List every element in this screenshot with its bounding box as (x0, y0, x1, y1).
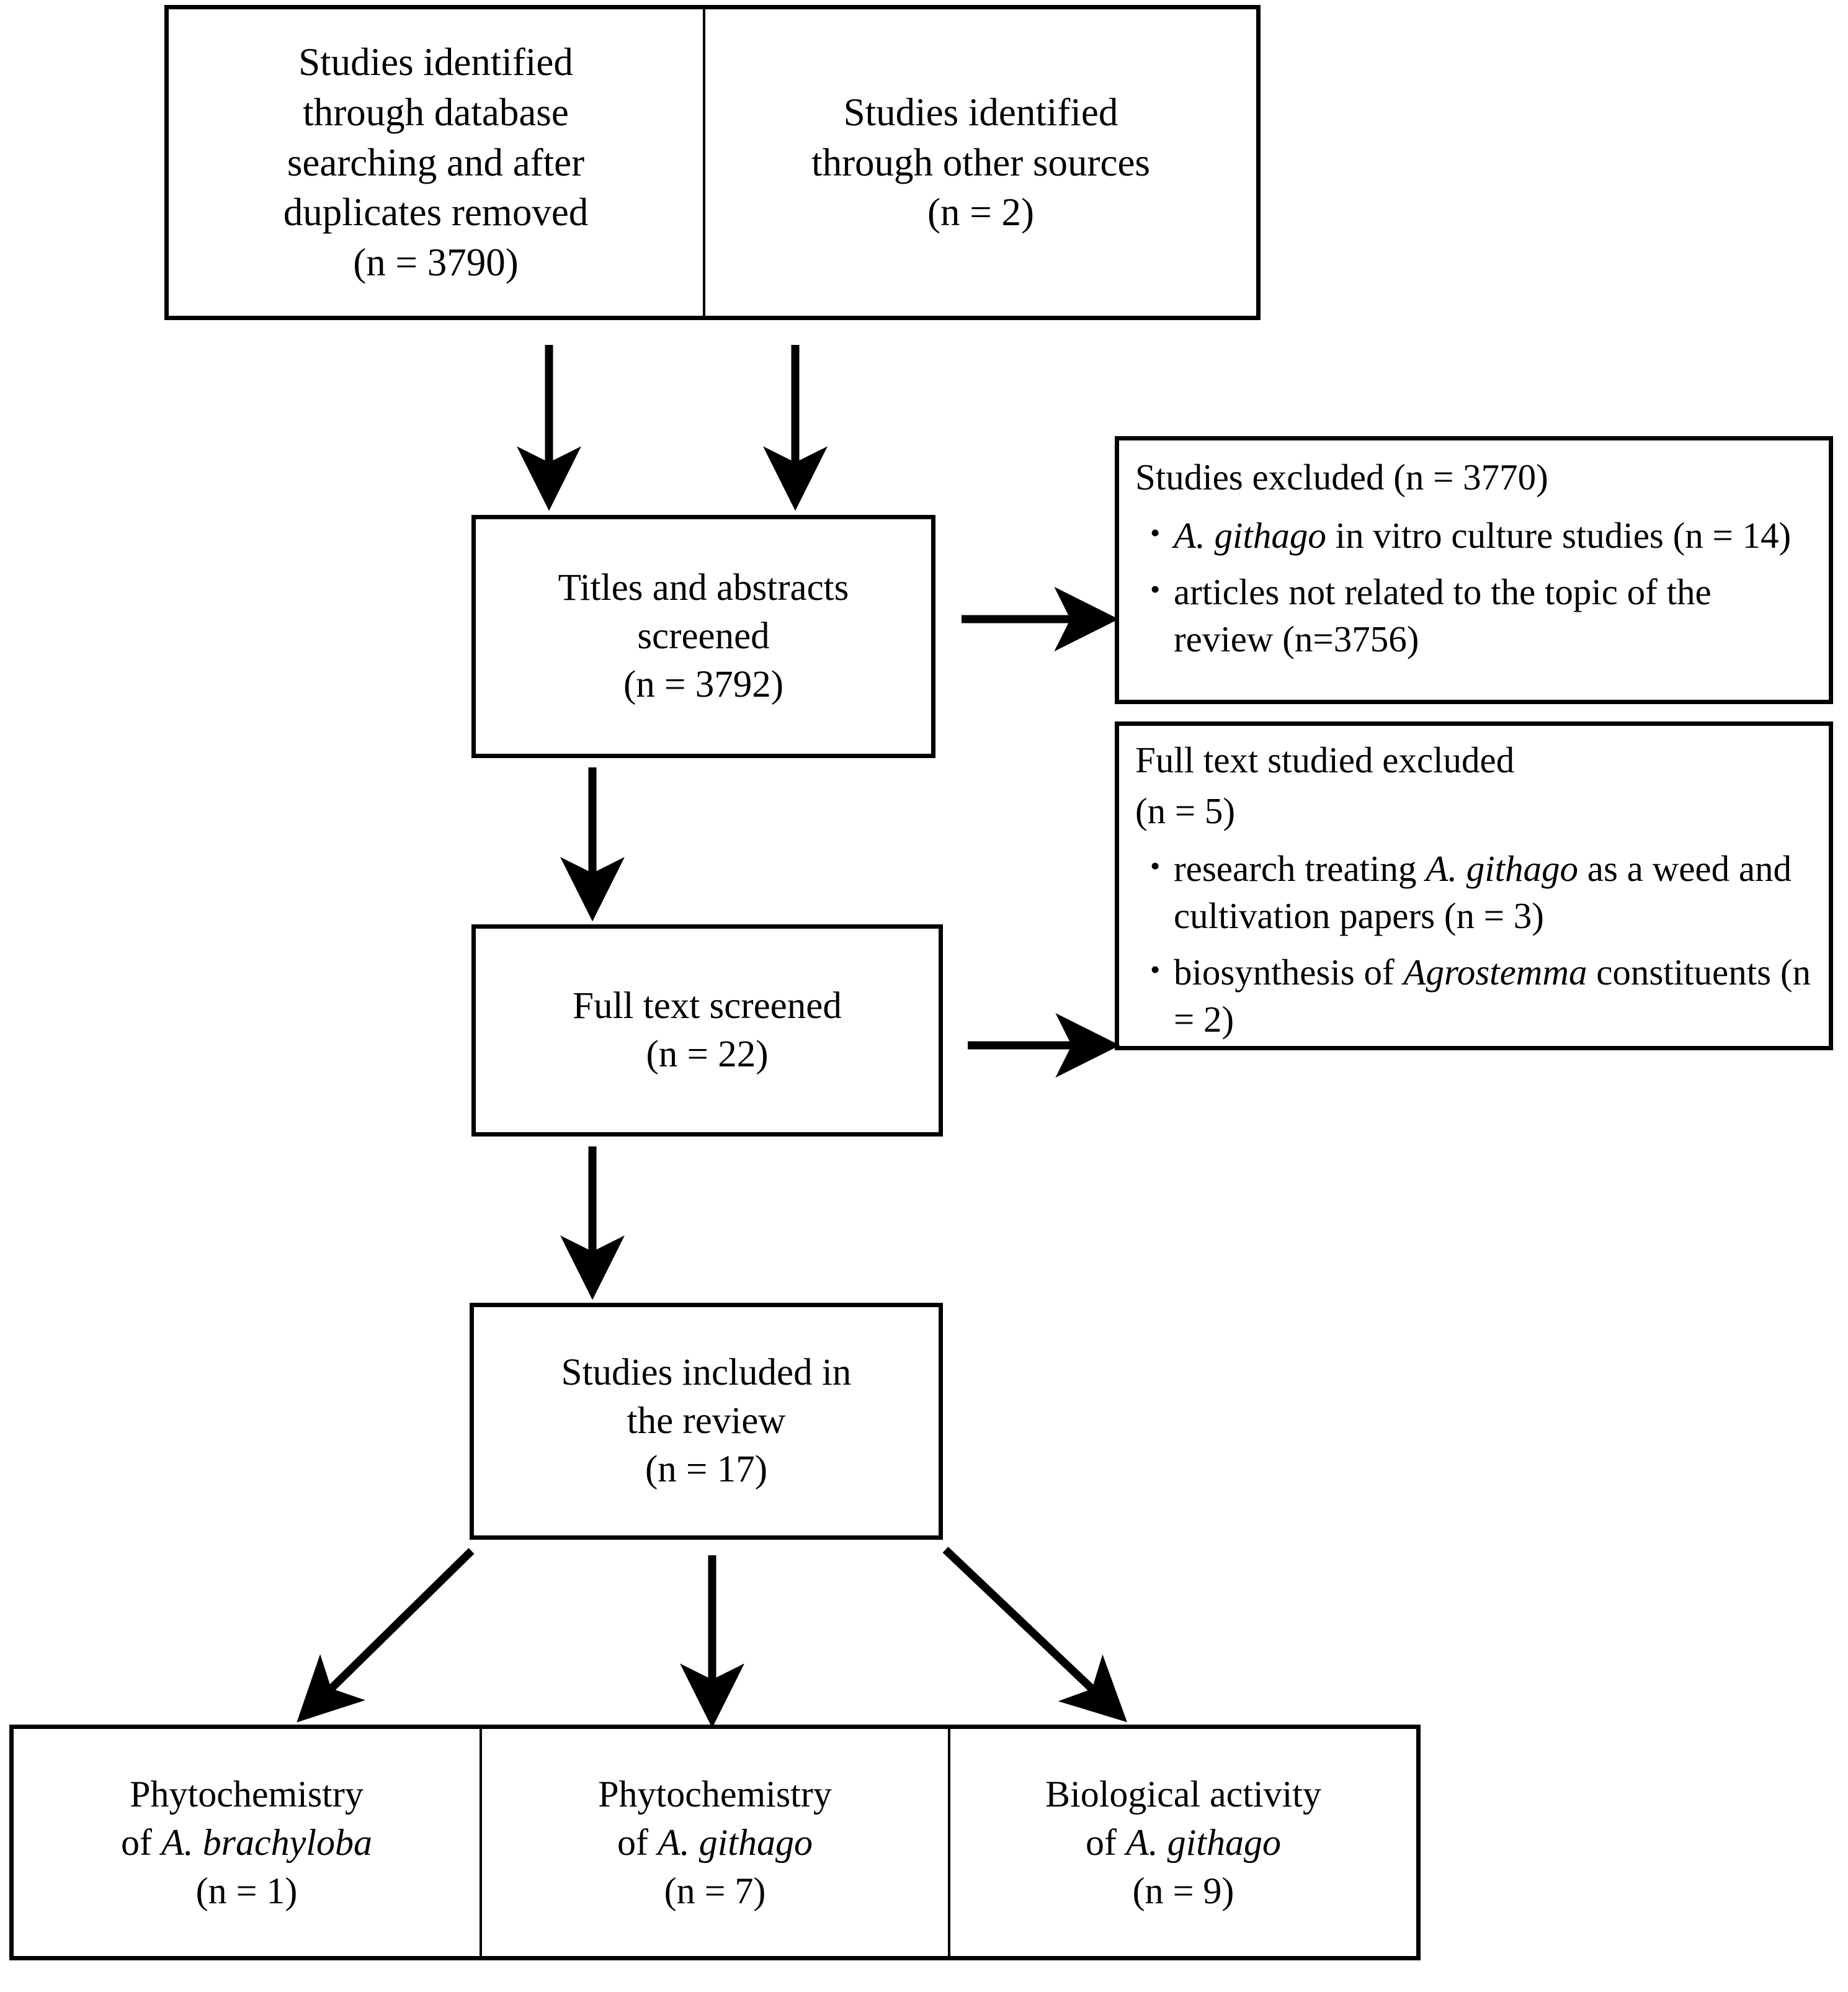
excl2-bullet-1-text: research treating A. githago as a weed a… (1174, 846, 1813, 939)
excl2-bullet-1: • research treating A. githago as a weed… (1135, 846, 1813, 939)
other-line-1: Studies identified (843, 91, 1118, 135)
brachyloba-line-2: of A. brachyloba (121, 1818, 372, 1867)
bio-githago-line-2: of A. githago (1086, 1818, 1281, 1867)
db-line-2: through database (303, 91, 569, 135)
species-name-italic: A. githago (1174, 514, 1326, 556)
included-count: (n = 17) (645, 1449, 768, 1491)
titles-line-1: Titles and abstracts (558, 566, 849, 609)
brachyloba-count: (n = 1) (195, 1870, 298, 1911)
phyto-githago-count: (n = 7) (664, 1870, 766, 1911)
arrow-included-to-brachyloba (297, 1548, 475, 1723)
db-line-1: Studies identified (298, 40, 573, 84)
bullet-icon: • (1150, 850, 1161, 882)
species-name-italic: A. githago (657, 1822, 813, 1863)
brachyloba-of: of (121, 1822, 162, 1863)
excl2-header-line-1: Full text studied excluded (1135, 739, 1515, 780)
species-name-italic: A. brachyloba (161, 1822, 372, 1863)
db-count: (n = 3790) (353, 240, 519, 284)
excl1-bullet-2: • articles not related to the topic of t… (1135, 569, 1813, 663)
phyto-githago-of: of (617, 1822, 658, 1863)
excl1-bullet-1: • A. githago in vitro culture studies (n… (1135, 512, 1813, 560)
node-full-text-excluded: Full text studied excluded (n = 5) • res… (1115, 721, 1833, 1050)
bio-githago-of: of (1086, 1822, 1126, 1863)
bio-githago-line-1: Biological activity (1045, 1774, 1321, 1815)
included-line-2: the review (627, 1400, 786, 1442)
node-phytochemistry-brachyloba: Phytochemistry of A. brachyloba (n = 1) (14, 1729, 482, 1956)
node-studies-identified-database: Studies identified through database sear… (164, 5, 705, 320)
fulltext-line-1: Full text screened (573, 985, 842, 1027)
phyto-githago-line-2: of A. githago (617, 1818, 813, 1867)
titles-count: (n = 3792) (623, 664, 784, 706)
fulltext-count: (n = 22) (646, 1034, 769, 1075)
titles-line-2: screened (637, 615, 770, 657)
node-phytochemistry-githago: Phytochemistry of A. githago (n = 7) (482, 1729, 950, 1956)
outcome-row: Phytochemistry of A. brachyloba (n = 1) … (9, 1725, 1421, 1960)
excl1-bullet-2-text: articles not related to the topic of the… (1174, 571, 1712, 659)
excl2-bullet-1-pre: research treating (1174, 848, 1426, 890)
node-studies-excluded-screening: Studies excluded (n = 3770) • A. githago… (1115, 436, 1833, 704)
brachyloba-line-1: Phytochemistry (130, 1774, 364, 1815)
node-biological-activity-githago: Biological activity of A. githago (n = 9… (950, 1729, 1416, 1956)
bio-githago-count: (n = 9) (1132, 1870, 1234, 1911)
node-titles-abstracts-screened: Titles and abstracts screened (n = 3792) (471, 515, 935, 758)
species-name-italic: A. githago (1426, 848, 1579, 890)
bullet-icon: • (1150, 954, 1161, 986)
excl1-bullet-1-text: A. githago in vitro culture studies (n =… (1174, 512, 1813, 560)
excl2-bullet-2-pre: biosynthesis of (1174, 952, 1404, 993)
excl2-bullet-2-text: biosynthesis of Agrostemma constituents … (1174, 949, 1813, 1043)
excl1-header: Studies excluded (n = 3770) (1135, 457, 1548, 498)
other-count: (n = 2) (927, 190, 1034, 234)
species-name-italic: A. githago (1125, 1822, 1281, 1863)
node-full-text-screened: Full text screened (n = 22) (471, 924, 943, 1137)
arrow-included-to-bio-githago (942, 1547, 1127, 1723)
other-line-2: through other sources (811, 140, 1150, 184)
bullet-icon: • (1150, 516, 1161, 548)
node-studies-identified-other-sources: Studies identified through other sources… (703, 5, 1261, 320)
db-line-4: duplicates removed (283, 190, 589, 234)
node-studies-included: Studies included in the review (n = 17) (470, 1303, 943, 1540)
excl1-bullet-1-post: in vitro culture studies (n = 14) (1326, 514, 1792, 556)
excl2-bullet-2: • biosynthesis of Agrostemma constituent… (1135, 949, 1813, 1043)
db-line-3: searching and after (287, 140, 585, 184)
excl2-header-line-2: (n = 5) (1135, 790, 1236, 831)
excl2-bullet-2-post: constituents (n = 2) (1174, 952, 1811, 1040)
bullet-icon: • (1150, 573, 1161, 605)
included-line-1: Studies included in (561, 1351, 852, 1393)
genus-name-italic: Agrostemma (1403, 952, 1587, 993)
phyto-githago-line-1: Phytochemistry (598, 1774, 832, 1815)
excl2-bullet-1-post: as a weed and cultivation papers (n = 3) (1174, 848, 1792, 936)
